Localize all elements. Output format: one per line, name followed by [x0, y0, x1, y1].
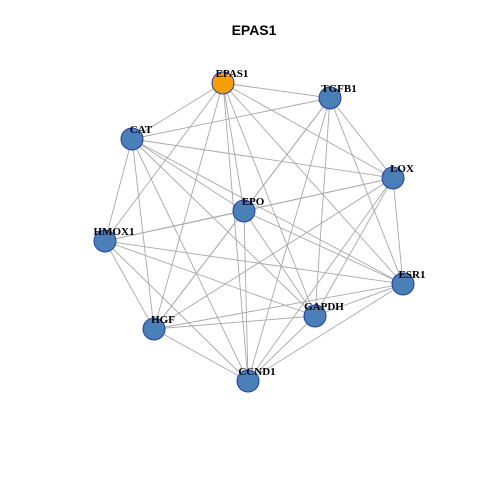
edge-tgfb1-esr1: [329, 97, 404, 285]
edge-lox-gapdh: [314, 177, 394, 317]
node-label-gapdh: GAPDH: [304, 301, 344, 313]
edge-lox-hgf: [153, 177, 394, 330]
edge-cat-gapdh: [131, 138, 316, 317]
edge-epas1-lox: [222, 82, 394, 179]
edge-hmox1-hgf: [104, 240, 155, 330]
edge-epas1-cat: [131, 82, 224, 140]
node-label-hmox1: HMOX1: [94, 226, 135, 238]
node-label-hgf: HGF: [151, 314, 175, 326]
edge-esr1-gapdh: [314, 283, 404, 317]
edge-cat-esr1: [131, 138, 404, 285]
edge-cat-epo: [131, 138, 245, 212]
edge-cat-hmox1: [104, 138, 133, 242]
edge-tgfb1-ccnd1: [247, 97, 331, 382]
edge-epas1-esr1: [222, 82, 404, 285]
edge-hgf-ccnd1: [153, 328, 249, 382]
node-esr1: [391, 272, 415, 296]
node-label-epo: EPO: [242, 196, 265, 208]
edge-epas1-ccnd1: [222, 82, 249, 382]
node-tgfb1: [318, 86, 342, 110]
edge-lox-esr1: [392, 177, 404, 285]
edge-epas1-hmox1: [104, 82, 224, 242]
edge-hmox1-ccnd1: [104, 240, 249, 382]
edge-epo-hgf: [153, 210, 245, 330]
edge-epo-hmox1: [104, 210, 245, 242]
edge-tgfb1-lox: [329, 97, 394, 179]
nodes-layer: [93, 71, 415, 393]
edge-cat-lox: [131, 138, 394, 179]
edge-epas1-hgf: [153, 82, 224, 330]
node-lox: [381, 166, 405, 190]
edge-epo-esr1: [243, 210, 404, 285]
edge-cat-ccnd1: [131, 138, 249, 382]
edge-gapdh-hgf: [153, 315, 316, 330]
edge-lox-ccnd1: [247, 177, 394, 382]
edge-tgfb1-cat: [131, 97, 331, 140]
edge-epas1-epo: [222, 82, 245, 212]
node-label-tgfb1: TGFB1: [321, 83, 356, 95]
edge-esr1-ccnd1: [247, 283, 404, 382]
node-label-epas1: EPAS1: [216, 68, 249, 80]
edge-epo-ccnd1: [243, 210, 249, 382]
node-epas1: [211, 71, 235, 95]
node-gapdh: [303, 304, 327, 328]
node-cat: [120, 127, 144, 151]
node-hgf: [142, 317, 166, 341]
node-label-esr1: ESR1: [399, 269, 426, 281]
node-label-lox: LOX: [390, 163, 414, 175]
node-hmox1: [93, 229, 117, 253]
edge-esr1-hgf: [153, 283, 404, 330]
edge-hmox1-gapdh: [104, 240, 316, 317]
diagram-title: EPAS1: [232, 22, 277, 38]
node-ccnd1: [236, 369, 260, 393]
edge-gapdh-ccnd1: [247, 315, 316, 382]
node-label-cat: CAT: [130, 124, 153, 136]
edge-hmox1-esr1: [104, 240, 404, 285]
edge-epo-gapdh: [243, 210, 316, 317]
node-epo: [232, 199, 256, 223]
node-label-ccnd1: CCND1: [238, 366, 275, 378]
edge-cat-hgf: [131, 138, 155, 330]
edge-tgfb1-gapdh: [314, 97, 331, 317]
edge-epas1-gapdh: [222, 82, 316, 317]
edge-epas1-tgfb1: [222, 82, 331, 99]
